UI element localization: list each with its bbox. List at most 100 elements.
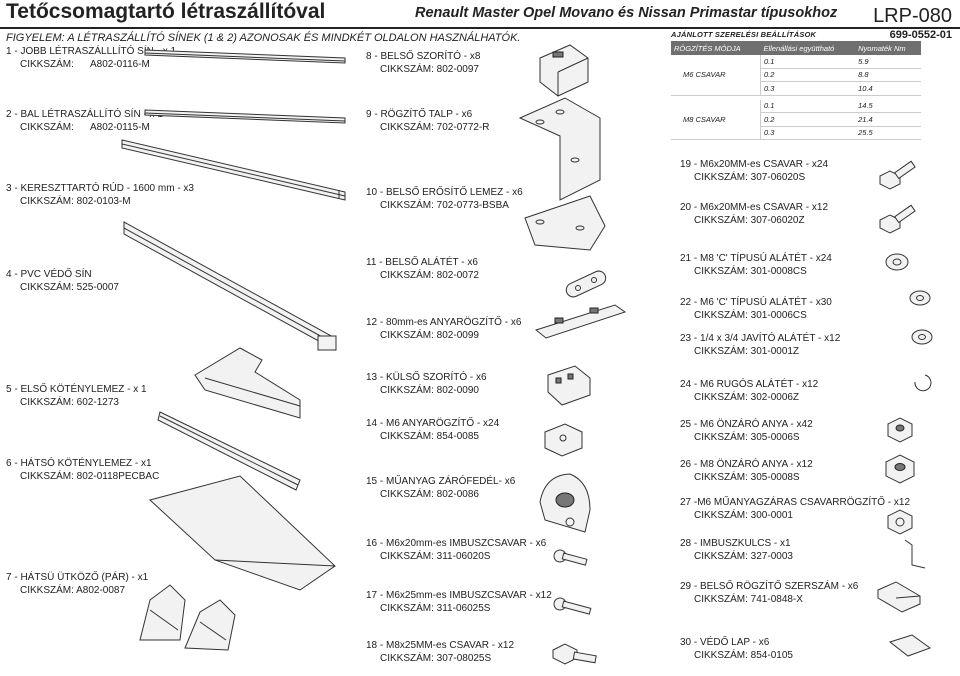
- part-name: 13 - KÜLSŐ SZORÍTÓ - x6: [366, 372, 487, 383]
- document-title: Tetőcsomagtartó létraszállítóval: [6, 0, 326, 23]
- torque-group-label: M8 CSAVAR: [671, 99, 761, 140]
- ladder-rail-left-drawing: [144, 109, 346, 124]
- part-name: 1 - JOBB LÉTRASZÁLLLÍTÓ SÍN - x 1: [6, 46, 177, 57]
- m6-nut-holder-drawing: [544, 423, 583, 457]
- part-name: 6 - HÁTSÓ KÖTÉNYLEMEZ - x1: [6, 458, 152, 469]
- part-29: 29 - BELSŐ RÖGZÍTŐ SZERSZÁM - x6 CIKKSZÁ…: [680, 580, 858, 606]
- part-code: CIKKSZÁM: 854-0105: [694, 650, 793, 661]
- torque-cell: 0.2: [760, 68, 856, 82]
- torque-cell: 14.5: [855, 99, 921, 113]
- part-24: 24 - M6 RUGÓS ALÁTÉT - x12 CIKKSZÁM: 302…: [680, 378, 818, 404]
- part-code: CIKKSZÁM: 802-0090: [380, 385, 479, 396]
- part-6: 6 - HÁTSÓ KÖTÉNYLEMEZ - x1 CIKKSZÁM: 802…: [6, 457, 159, 483]
- fixing-tool-drawing: [877, 581, 921, 613]
- part-26: 26 - M8 ÖNZÁRÓ ANYA - x12 CIKKSZÁM: 305-…: [680, 458, 813, 484]
- torque-cell: 0.2: [760, 112, 856, 127]
- front-apron-drawing: [194, 347, 301, 419]
- part-5: 5 - ELSŐ KÖTÉNYLEMEZ - x 1 CIKKSZÁM: 602…: [6, 383, 147, 409]
- document-number: 699-0552-01: [889, 29, 952, 41]
- torque-cell: 10.4: [855, 81, 921, 96]
- torque-col-method: RÖGZÍTÉS MÓDJA: [671, 41, 761, 55]
- torque-cell: 0.1: [760, 99, 856, 113]
- part-21: 21 - M8 'C' TÍPUSÚ ALÁTÉT - x24 CIKKSZÁM…: [680, 252, 832, 278]
- part-code: A802-0115-M: [90, 122, 150, 133]
- rear-apron-plate-drawing: [148, 475, 336, 591]
- outer-clamp-drawing: [547, 365, 591, 406]
- c-washer-m6-drawing: [909, 290, 931, 306]
- part-name: 25 - M6 ÖNZÁRÓ ANYA - x42: [680, 419, 813, 430]
- part-name: 5 - ELSŐ KÖTÉNYLEMEZ - x 1: [6, 384, 147, 395]
- part-code: CIKKSZÁM: 307-06020S: [694, 172, 806, 183]
- part-name: 15 - MŰANYAG ZÁRÓFEDÉL- x6: [366, 476, 516, 487]
- rear-stopper-drawing: [139, 584, 236, 651]
- reinforcement-plate-drawing: [524, 195, 606, 251]
- ladder-rail-right-drawing: [144, 49, 346, 64]
- torque-cell: 25.5: [855, 126, 921, 140]
- part-10: 10 - BELSŐ ERŐSÍTŐ LEMEZ - x6 CIKKSZÁM: …: [366, 186, 523, 212]
- part-code: CIKKSZÁM: 854-0085: [380, 431, 479, 442]
- socket-bolt-m6x25-drawing: [553, 597, 592, 615]
- torque-cell: 0.1: [760, 55, 856, 69]
- document-id: LRP-080: [873, 5, 952, 27]
- torque-col-torque: Nyomaték Nm: [855, 41, 921, 55]
- part-name: 23 - 1/4 x 3/4 JAVÍTÓ ALÁTÉT - x12: [680, 333, 841, 344]
- part-code: CIKKSZÁM: 702-0773-BSBA: [380, 200, 509, 211]
- part-code: CIKKSZÁM: 301-0008CS: [694, 266, 807, 277]
- part-14: 14 - M6 ANYARÖGZÍTŐ - x24 CIKKSZÁM: 854-…: [366, 417, 499, 443]
- part-19: 19 - M6x20MM-es CSAVAR - x24 CIKKSZÁM: 3…: [680, 158, 828, 184]
- part-9: 9 - RÖGZÍTŐ TALP - x6 CIKKSZÁM: 702-0772…: [366, 108, 490, 134]
- inner-clamp-drawing: [539, 44, 589, 97]
- c-washer-m8-drawing: [885, 253, 909, 271]
- part-code: CIKKSZÁM: 802-0097: [380, 64, 479, 75]
- spring-washer-drawing: [914, 374, 932, 392]
- part-code: CIKKSZÁM: 802-0072: [380, 270, 479, 281]
- part-name: 16 - M6x20mm-es IMBUSZCSAVAR - x6: [366, 538, 547, 549]
- lock-nut-m6-drawing: [887, 417, 913, 443]
- part-name: 4 - PVC VÉDŐ SÍN: [6, 269, 92, 280]
- part-15: 15 - MŰANYAG ZÁRÓFEDÉL- x6 CIKKSZÁM: 802…: [366, 475, 515, 501]
- nut-holder-drawing: [534, 304, 627, 339]
- part-name: 9 - RÖGZÍTŐ TALP - x6: [366, 109, 473, 120]
- torque-cell: 0.3: [760, 81, 856, 96]
- torque-col-coefficient: Ellenállási együttható: [760, 41, 856, 55]
- part-name: 12 - 80mm-es ANYARÖGZÍTŐ - x6: [366, 317, 522, 328]
- warning-note: FIGYELEM: A LÉTRASZÁLLÍTÓ SÍNEK (1 & 2) …: [6, 32, 521, 44]
- part-8: 8 - BELSŐ SZORÍTÓ - x8 CIKKSZÁM: 802-009…: [366, 50, 480, 76]
- part-code: CIKKSZÁM: 702-0772-R: [380, 122, 490, 133]
- vehicle-subtitle: Renault Master Opel Movano és Nissan Pri…: [415, 5, 838, 21]
- inner-washer-drawing: [565, 270, 607, 298]
- part-name: 17 - M6x25mm-es IMBUSZCSAVAR - x12: [366, 590, 552, 601]
- part-code: CIKKSZÁM: 307-08025S: [380, 653, 492, 664]
- part-name: 28 - IMBUSZKULCS - x1: [680, 538, 791, 549]
- allen-key-drawing: [904, 539, 926, 569]
- socket-bolt-m6x20-drawing: [553, 549, 588, 566]
- part-code: CIKKSZÁM: 305-0008S: [694, 472, 800, 483]
- part-name: 24 - M6 RUGÓS ALÁTÉT - x12: [680, 379, 819, 390]
- part-code: CIKKSZÁM: 300-0001: [694, 510, 793, 521]
- part-code-label: CIKKSZÁM:: [20, 59, 74, 70]
- part-name: 3 - KERESZTTARTÓ RÚD - 1600 mm - x3: [6, 183, 194, 194]
- part-code: CIKKSZÁM: 802-0099: [380, 330, 479, 341]
- part-name: 22 - M6 'C' TÍPUSÚ ALÁTÉT - x30: [680, 297, 832, 308]
- part-code-label: CIKKSZÁM:: [20, 122, 74, 133]
- part-17: 17 - M6x25mm-es IMBUSZCSAVAR - x12 CIKKS…: [366, 589, 552, 615]
- part-code: CIKKSZÁM: 525-0007: [20, 282, 119, 293]
- part-code: CIKKSZÁM: 327-0003: [694, 551, 793, 562]
- part-name: 30 - VÉDŐ LAP - x6: [680, 637, 770, 648]
- part-code: CIKKSZÁM: 305-0006S: [694, 432, 800, 443]
- part-code: CIKKSZÁM: 301-0001Z: [694, 346, 800, 357]
- torque-heading: AJÁNLOTT SZERELÉSI BEÁLLÍTÁSOK: [671, 30, 817, 39]
- torque-settings-panel: AJÁNLOTT SZERELÉSI BEÁLLÍTÁSOK RÖGZÍTÉS …: [671, 30, 921, 140]
- part-code: CIKKSZÁM: 311-06025S: [380, 603, 491, 614]
- torque-cell: 0.3: [760, 126, 856, 140]
- hex-bolt-m6x20-zinc-drawing: [879, 204, 916, 234]
- part-2: 2 - BAL LÉTRASZÁLLÍTÓ SÍN - x 1 CIKKSZÁM…: [6, 108, 163, 134]
- part-name: 20 - M6x20MM-es CSAVAR - x12: [680, 202, 829, 213]
- part-3: 3 - KERESZTTARTÓ RÚD - 1600 mm - x3 CIKK…: [6, 182, 194, 208]
- part-name: 18 - M8x25MM-es CSAVAR - x12: [366, 640, 515, 651]
- part-name: 19 - M6x20MM-es CSAVAR - x24: [680, 159, 829, 170]
- part-13: 13 - KÜLSŐ SZORÍTÓ - x6 CIKKSZÁM: 802-00…: [366, 371, 487, 397]
- part-25: 25 - M6 ÖNZÁRÓ ANYA - x42 CIKKSZÁM: 305-…: [680, 418, 813, 444]
- torque-cell: 8.8: [855, 68, 921, 82]
